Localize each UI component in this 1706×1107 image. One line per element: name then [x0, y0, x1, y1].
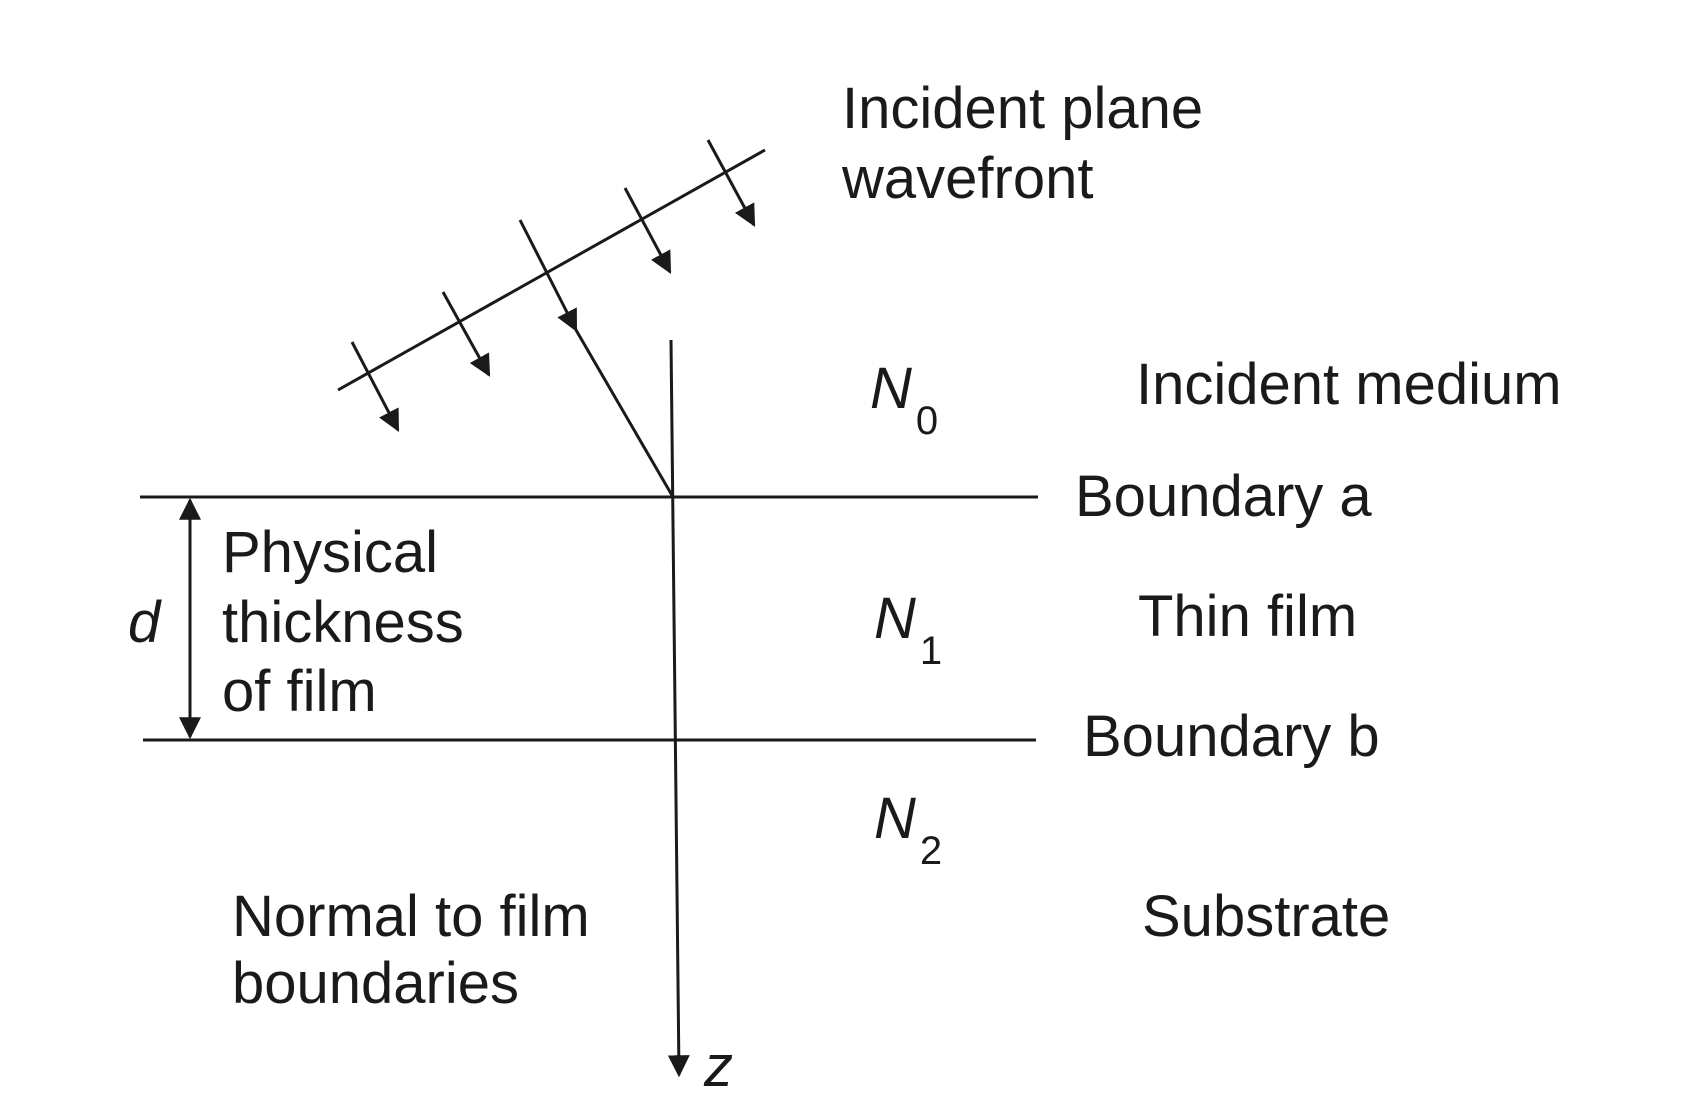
thin-film-label: Thin film — [1138, 584, 1357, 649]
thickness-symbol: d — [128, 590, 162, 655]
index-n0-symbol: N — [870, 356, 912, 421]
thickness-label-line2: thickness — [222, 590, 464, 655]
incident-ray-to-boundary — [574, 329, 675, 498]
index-n2-subscript: 2 — [920, 829, 942, 873]
incident-medium-label: Incident medium — [1136, 352, 1562, 417]
ray-arrow-2 — [441, 291, 491, 377]
index-n1-subscript: 1 — [920, 629, 942, 673]
thickness-label-line1: Physical — [222, 520, 438, 585]
boundary-a-label: Boundary a — [1075, 464, 1372, 529]
normal-axis — [667, 339, 690, 1078]
index-n1-symbol: N — [874, 586, 916, 651]
incident-rays — [350, 139, 756, 432]
ray-arrow-5 — [706, 139, 756, 227]
z-axis-label: z — [703, 1034, 733, 1099]
index-n0-subscript: 0 — [916, 399, 938, 443]
normal-label-line1: Normal to film — [232, 884, 590, 949]
index-n2-symbol: N — [874, 786, 916, 851]
ray-arrow-1 — [350, 341, 400, 432]
substrate-label: Substrate — [1142, 884, 1390, 949]
wavefront-label-line2: wavefront — [841, 146, 1093, 211]
ray-arrow-3 — [518, 219, 578, 332]
ray-arrow-4 — [623, 187, 672, 274]
wavefront-line — [337, 148, 766, 392]
thickness-label-line3: of film — [222, 659, 377, 724]
wavefront-label-line1: Incident plane — [842, 76, 1203, 141]
boundary-b-label: Boundary b — [1083, 704, 1380, 769]
normal-label-line2: boundaries — [232, 951, 519, 1016]
